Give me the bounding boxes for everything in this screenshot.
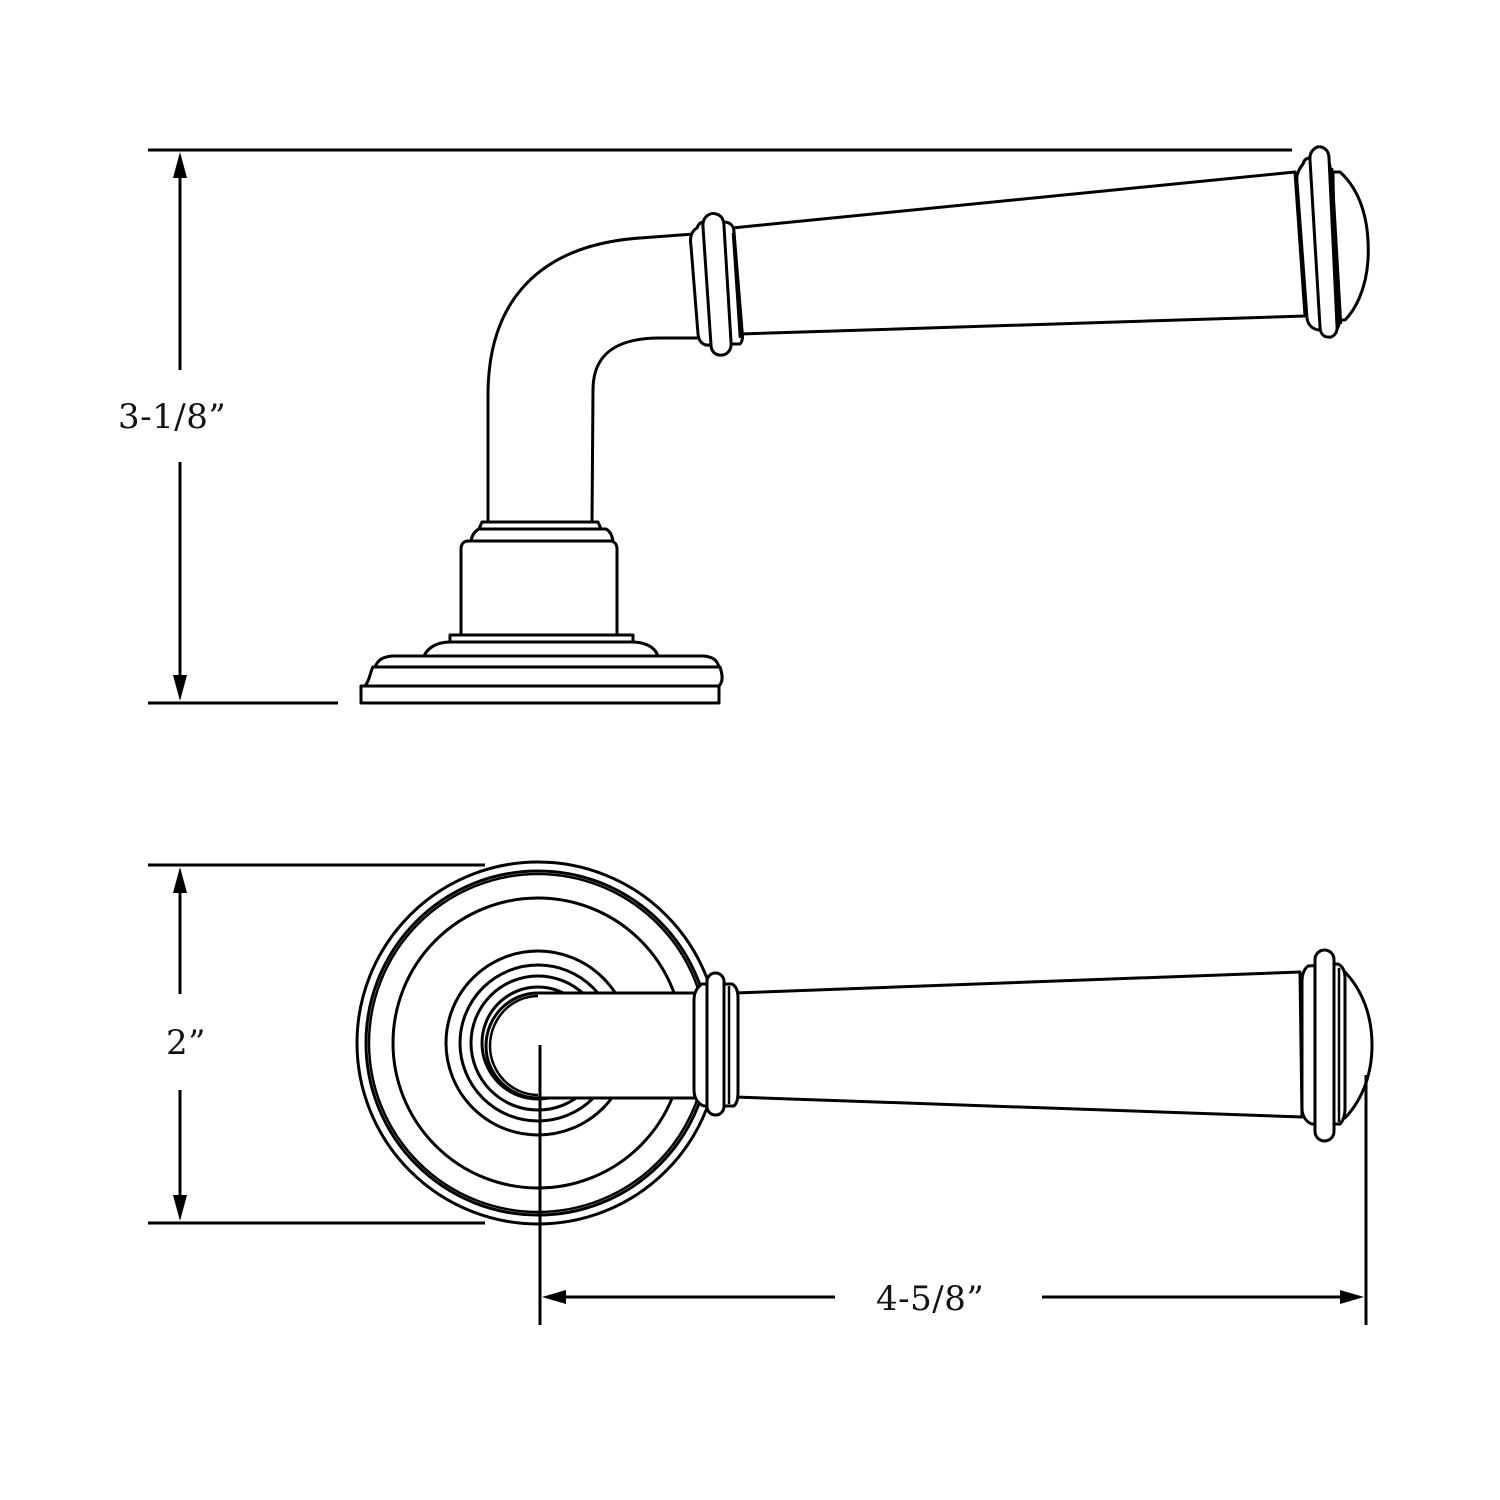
- side-collar-ring: [689, 212, 744, 357]
- side-lever-arm: [730, 170, 1307, 336]
- height-dimension-label: 3-1/8”: [118, 397, 227, 437]
- rose-diameter-dimension: [148, 863, 485, 1225]
- side-lever-shank: [486, 232, 702, 524]
- arrow-left-icon: [542, 1290, 566, 1304]
- front-lever-shank: [484, 991, 702, 1100]
- front-collar-ring: [692, 971, 740, 1117]
- front-lever-arm: [733, 970, 1304, 1119]
- side-rose-base: [359, 520, 724, 705]
- arrow-down-icon: [173, 1195, 187, 1221]
- rose-diameter-label: 2”: [166, 1023, 207, 1063]
- arrow-right-icon: [1340, 1290, 1364, 1304]
- arrow-down-icon: [173, 675, 187, 701]
- arrow-up-icon: [173, 867, 187, 893]
- side-end-cap: [1295, 145, 1370, 339]
- front-view: [148, 860, 1374, 1325]
- projection-dimension-label: 4-5/8”: [876, 1279, 985, 1319]
- projection-dimension: [538, 1045, 1368, 1325]
- front-rose: [355, 860, 721, 1226]
- front-end-cap: [1300, 948, 1374, 1143]
- arrow-up-icon: [173, 152, 187, 178]
- height-dimension: [148, 148, 1292, 705]
- side-view: [148, 145, 1370, 705]
